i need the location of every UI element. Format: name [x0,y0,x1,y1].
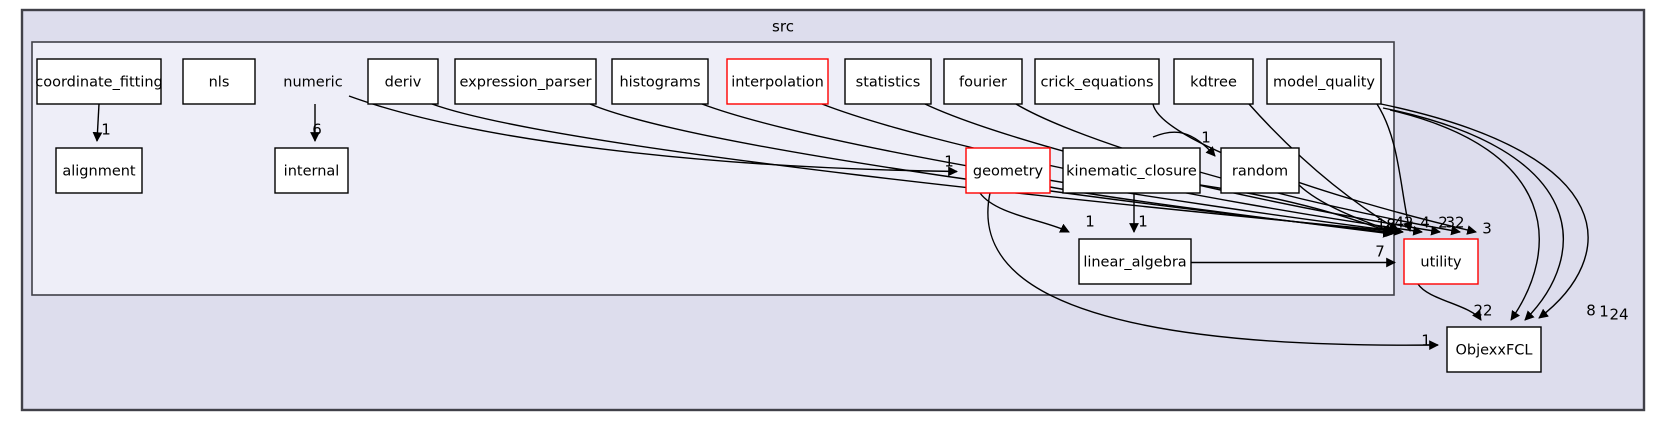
node-label-fourier: fourier [959,75,1007,91]
node-box-nls[interactable] [182,58,256,105]
node-label-deriv: deriv [385,75,422,91]
node-expression_parser[interactable]: expression_parser [454,58,597,105]
node-box-geometry[interactable] [965,147,1051,194]
edge-label-random-ObjexxFCL: 24 [1609,306,1628,324]
node-box-histograms[interactable] [611,58,709,105]
node-label-geometry: geometry [973,164,1044,180]
node-box-model_quality[interactable] [1266,58,1382,105]
edge-label-kinematic_closure-linear_algebra: 1 [1138,213,1148,231]
node-utility[interactable]: utility [1403,238,1479,285]
node-ObjexxFCL[interactable]: ObjexxFCL [1446,326,1542,373]
node-label-expression_parser: expression_parser [460,75,592,91]
edge-numeric-geometry [348,95,958,177]
node-box-linear_algebra[interactable] [1078,238,1192,285]
edge-label-interpolation-utility: 4 [1420,214,1430,232]
node-label-utility: utility [1420,255,1462,271]
node-box-statistics[interactable] [844,58,932,105]
node-label-numeric: numeric [283,75,342,91]
edge-model_quality-utility [1376,103,1413,232]
edge-geometry-linear_algebra [979,192,1070,233]
node-fourier[interactable]: fourier [943,58,1023,105]
node-label-linear_algebra: linear_algebra [1083,255,1186,271]
node-label-coordinate_fitting: coordinate_fitting [35,75,163,91]
node-label-interpolation: interpolation [731,75,824,91]
node-interpolation[interactable]: interpolation [726,58,829,105]
node-statistics[interactable]: statistics [844,58,932,105]
node-coordinate_fitting[interactable]: coordinate_fitting [35,58,163,105]
node-label-random: random [1232,164,1288,180]
cluster-title-src: src [772,18,794,36]
edge-label-coordinate_fitting-alignment: 1 [101,121,111,139]
node-box-expression_parser[interactable] [454,58,597,105]
node-box-utility[interactable] [1403,238,1479,285]
node-internal[interactable]: internal [274,147,349,194]
node-label-kdtree: kdtree [1190,75,1237,91]
edge-label-deriv-utility: 1 [1376,216,1386,234]
node-label-internal: internal [284,164,340,180]
edge-label-kdtree-ObjexxFCL: 8 [1586,302,1596,320]
edge-model_quality-ObjexxFCL [1382,107,1564,321]
edge-label-expression_parser-utility: 8 [1386,216,1396,234]
node-nls[interactable]: nls [182,58,256,105]
edge-label-crick_equations-utility: 3 [1482,220,1492,238]
edge-kdtree-ObjexxFCL [1389,109,1540,321]
node-kdtree[interactable]: kdtree [1173,58,1254,105]
edge-label-linear_algebra-utility: 7 [1375,243,1385,261]
node-numeric[interactable]: numeric [283,75,342,91]
node-box-kinematic_closure[interactable] [1062,147,1201,194]
node-box-deriv[interactable] [367,58,439,105]
node-box-internal[interactable] [274,147,349,194]
edge-label-model_quality-ObjexxFCL: 1 [1599,303,1609,321]
node-box-coordinate_fitting[interactable] [36,58,162,105]
edge-geometry-ObjexxFCL-long [987,192,1439,351]
node-label-nls: nls [209,75,230,91]
node-crick_equations[interactable]: crick_equations [1034,58,1160,105]
node-geometry[interactable]: geometry [965,147,1051,194]
node-box-ObjexxFCL[interactable] [1446,326,1542,373]
node-random[interactable]: random [1220,147,1300,194]
node-kinematic_closure[interactable]: kinematic_closure [1062,147,1201,194]
node-histograms[interactable]: histograms [611,58,709,105]
node-box-kdtree[interactable] [1173,58,1254,105]
node-label-model_quality: model_quality [1273,75,1375,91]
edge-label-numeric-geometry: 1 [944,153,954,171]
edge-label-histograms-utility: 42 [1394,214,1413,232]
node-box-interpolation[interactable] [726,58,829,105]
node-box-alignment[interactable] [55,147,143,194]
node-label-statistics: statistics [856,75,921,91]
node-label-histograms: histograms [619,75,700,91]
edge-label-geometry-ObjexxFCL: 1 [1421,332,1431,350]
edge-label-kinematic_closure-random: 1 [1201,129,1211,147]
node-deriv[interactable]: deriv [367,58,439,105]
edge-utility-ObjexxFCL [1417,283,1482,321]
node-group: coordinate_fitting nls numeric deriv express… [35,58,1542,373]
edge-label-statistics-utility: 2 [1438,214,1448,232]
node-box-random[interactable] [1220,147,1300,194]
node-label-kinematic_closure: kinematic_closure [1066,164,1197,180]
edge-kdtree-utility [1248,103,1399,231]
node-linear_algebra[interactable]: linear_algebra [1078,238,1192,285]
node-model_quality[interactable]: model_quality [1266,58,1382,105]
node-label-ObjexxFCL: ObjexxFCL [1455,343,1532,359]
node-label-crick_equations: crick_equations [1040,75,1153,91]
cluster-group [20,8,1646,412]
edge-random-ObjexxFCL [1380,103,1589,319]
edge-label-geometry-linear_algebra: 1 [1085,213,1095,231]
edge-label-utility-ObjexxFCL: 22 [1473,302,1492,320]
node-alignment[interactable]: alignment [55,147,143,194]
node-box-fourier[interactable] [943,58,1023,105]
edge-label-numeric-internal: 6 [312,121,322,139]
edge-coordinate_fitting-alignment [92,103,103,142]
node-label-alignment: alignment [62,164,136,180]
edge-label-fourier-utility: 32 [1445,214,1464,232]
node-box-crick_equations[interactable] [1034,58,1160,105]
